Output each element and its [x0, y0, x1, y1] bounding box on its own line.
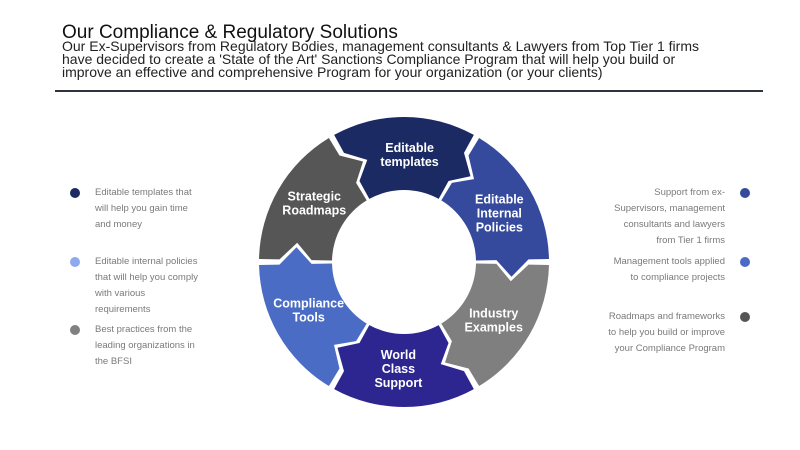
right-bullet-roadmaps: Roadmaps and frameworks to help you buil…: [605, 309, 750, 357]
cycle-segment: [441, 263, 549, 387]
cycle-label-line: Policies: [476, 220, 523, 234]
bullet-dot: [740, 257, 750, 267]
bullet-text: Roadmaps and frameworks to help you buil…: [608, 311, 725, 354]
right-bullet-support: Support from ex-Supervisors, management …: [605, 185, 750, 249]
bullet-dot: [740, 188, 750, 198]
header-divider: [55, 90, 763, 92]
cycle-segment: [334, 325, 474, 408]
cycle-segment: [259, 247, 367, 387]
bullet-text: Editable templates that will help you ga…: [95, 187, 192, 230]
cycle-segment: [259, 137, 367, 261]
cycle-segment: [441, 137, 549, 277]
cycle-label-line: Strategic: [288, 190, 342, 204]
cycle-segment: [334, 116, 474, 199]
cycle-label-line: Examples: [465, 320, 523, 334]
bullet-text: Support from ex-Supervisors, management …: [614, 187, 725, 246]
bullet-text: Management tools applied to compliance p…: [613, 256, 725, 283]
left-bullet-templates: Editable templates that will help you ga…: [70, 185, 200, 233]
cycle-label-line: Editable: [475, 192, 524, 206]
bullet-dot: [70, 257, 80, 267]
right-bullet-tools: Management tools applied to compliance p…: [605, 254, 750, 286]
bullet-text: Editable internal policies that will hel…: [95, 256, 198, 315]
cycle-label-line: templates: [380, 155, 438, 169]
cycle-label-line: Class: [382, 362, 415, 376]
cycle-label-line: Roadmaps: [282, 204, 346, 218]
left-bullet-policies: Editable internal policies that will hel…: [70, 254, 200, 318]
cycle-label-line: Support: [374, 376, 423, 390]
cycle-label-line: Industry: [469, 306, 518, 320]
cycle-label-line: Editable: [385, 141, 434, 155]
cycle-label-line: Compliance: [273, 297, 344, 311]
left-bullet-best-practices: Best practices from the leading organiza…: [70, 322, 200, 370]
page-title: Our Compliance & Regulatory Solutions: [62, 22, 398, 43]
bullet-dot: [70, 325, 80, 335]
cycle-label-line: Tools: [292, 311, 324, 325]
page-subtitle: Our Ex-Supervisors from Regulatory Bodie…: [62, 38, 699, 80]
cycle-label-line: Internal: [477, 206, 522, 220]
bullet-dot: [740, 312, 750, 322]
bullet-text: Best practices from the leading organiza…: [95, 324, 195, 367]
bullet-dot: [70, 188, 80, 198]
cycle-label-line: World: [381, 348, 416, 362]
